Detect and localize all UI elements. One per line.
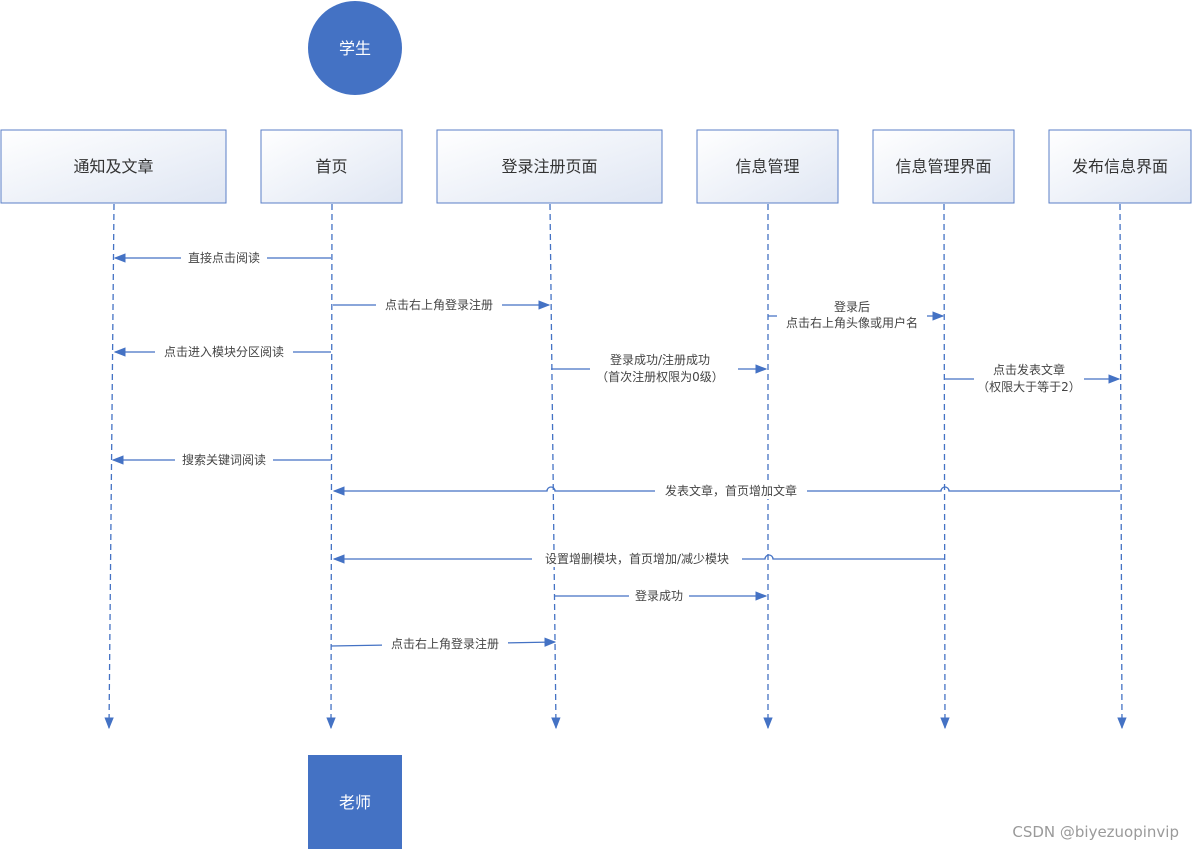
participant-label: 信息管理界面 (895, 157, 991, 176)
participant-label: 通知及文章 (73, 157, 153, 176)
message-label: 登录成功/注册成功 (610, 352, 710, 367)
participant-label: 信息管理 (735, 157, 799, 176)
actor-teacher-label: 老师 (339, 793, 371, 812)
message-search-read: 搜索关键词阅读 (111, 452, 331, 468)
message-label: 点击右上角头像或用户名 (786, 315, 918, 330)
message-label: 发表文章，首页增加文章 (665, 483, 797, 498)
lifeline-home (326, 203, 336, 730)
message-label: （权限大于等于2） (977, 380, 1081, 394)
watermark: CSDN @biyezuopinvip (1012, 823, 1179, 841)
message-label: （首次注册权限为0级） (596, 369, 724, 384)
message-after-login: 登录后 点击右上角头像或用户名 (768, 299, 945, 331)
participant-box-login: 登录注册页面 (436, 129, 663, 204)
message-label: 登录成功 (635, 588, 683, 603)
message-teacher-login-click: 点击右上角登录注册 (330, 636, 557, 652)
participant-box-notice: 通知及文章 (0, 129, 227, 204)
actor-teacher: 老师 (308, 755, 402, 849)
participant-box-info-ui: 信息管理界面 (872, 129, 1015, 204)
message-publish-click: 点击发表文章 （权限大于等于2） (945, 362, 1121, 395)
message-direct-read: 直接点击阅读 (113, 250, 331, 266)
actor-student-label: 学生 (339, 39, 371, 58)
message-section-read: 点击进入模块分区阅读 (113, 344, 331, 360)
participant-box-home: 首页 (260, 129, 403, 204)
message-label: 点击右上角登录注册 (391, 636, 499, 651)
lifeline-publish (1117, 203, 1127, 730)
message-label: 登录后 (834, 299, 870, 314)
message-teacher-login-success: 登录成功 (555, 588, 768, 604)
participant-label: 首页 (315, 157, 347, 176)
message-label: 搜索关键词阅读 (182, 452, 266, 467)
message-publish-article: 发表文章，首页增加文章 (332, 483, 1120, 499)
message-label: 直接点击阅读 (188, 250, 260, 265)
actor-student: 学生 (308, 1, 402, 95)
message-module-settings: 设置增删模块，首页增加/减少模块 (332, 551, 945, 567)
message-label: 点击发表文章 (993, 362, 1065, 377)
lifelines (104, 203, 1127, 730)
message-label: 点击进入模块分区阅读 (164, 345, 284, 359)
message-login-click: 点击右上角登录注册 (333, 297, 551, 313)
participant-label: 登录注册页面 (501, 157, 597, 176)
message-login-success: 登录成功/注册成功 （首次注册权限为0级） (551, 352, 768, 385)
participant-box-info: 信息管理 (696, 129, 839, 204)
lifeline-info-ui (940, 203, 950, 730)
participant-label: 发布信息界面 (1072, 157, 1168, 176)
lifeline-notice (104, 203, 115, 730)
lifeline-login (549, 203, 561, 730)
message-label: 点击右上角登录注册 (385, 297, 493, 312)
messages: 直接点击阅读 点击右上角登录注册 登录后 点击右上角头像或用户名 点击进入模块分… (111, 250, 1121, 652)
participant-box-publish: 发布信息界面 (1048, 129, 1192, 204)
message-label: 设置增删模块，首页增加/减少模块 (545, 552, 729, 566)
